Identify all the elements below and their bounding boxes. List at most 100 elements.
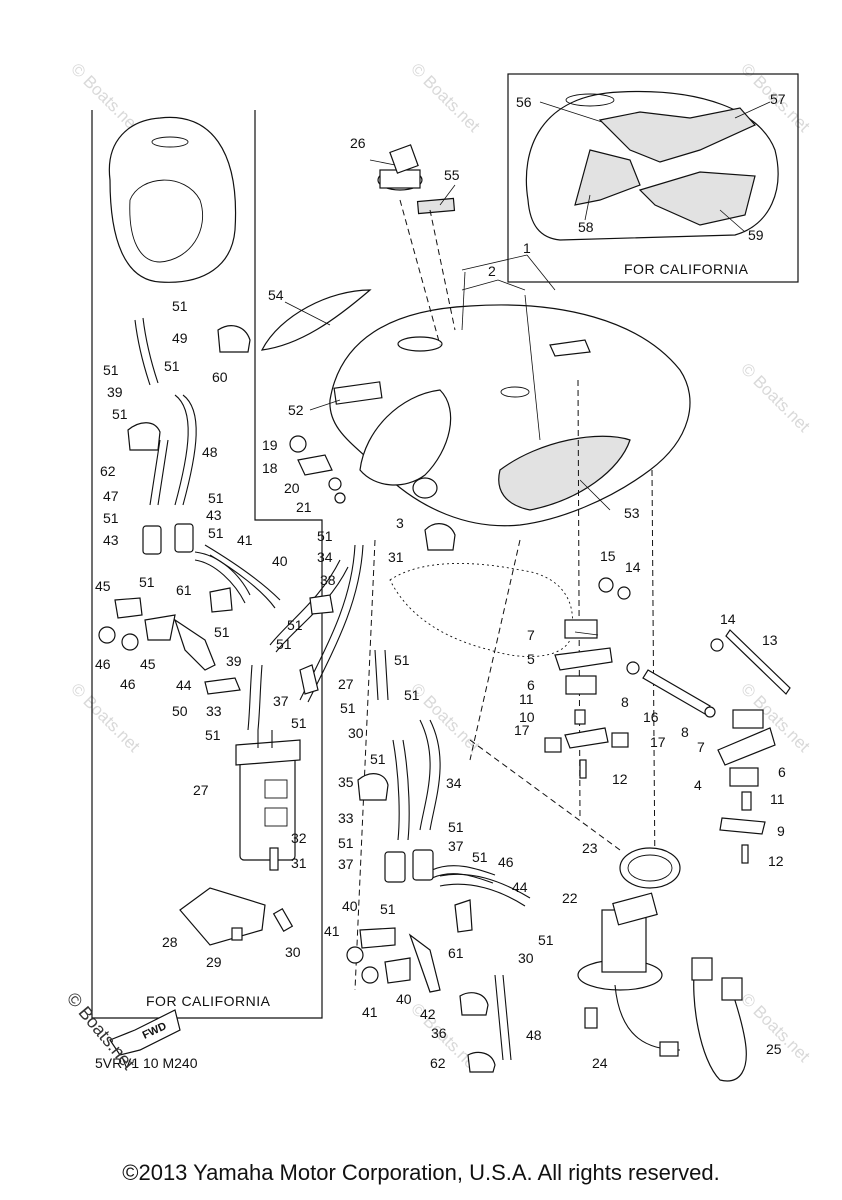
callout: 25 (766, 1041, 782, 1057)
damper-7 (564, 619, 598, 639)
emblem-53 (498, 435, 631, 511)
callout: 5 (527, 651, 535, 667)
callout: 51 (538, 932, 554, 948)
callout: 41 (324, 923, 340, 939)
callout: 33 (338, 810, 354, 826)
bracket-28 (179, 887, 266, 946)
callout: 46 (498, 854, 514, 870)
callout: 37 (338, 856, 354, 872)
california-label: FOR CALIFORNIA (146, 993, 271, 1009)
bolt-46 (121, 633, 139, 651)
callout: 19 (262, 437, 278, 453)
callout: 51 (164, 358, 180, 374)
callout: 3 (396, 515, 404, 531)
callout: 42 (420, 1006, 436, 1022)
callout: 22 (562, 890, 578, 906)
damper-52 (333, 381, 383, 405)
fwd-arrow: FWD (109, 1009, 181, 1056)
inset-frame (91, 110, 323, 1019)
callout: 39 (226, 653, 242, 669)
callout: 1 (523, 240, 531, 256)
callout: 41 (237, 532, 253, 548)
callout: 62 (100, 463, 116, 479)
bracket-45 (114, 597, 143, 619)
california-inset-right: 56 57 58 59 FOR CALIFORNIA (507, 73, 799, 283)
callout: 51 (103, 362, 119, 378)
callout: 27 (338, 676, 354, 692)
label-55 (416, 197, 456, 215)
clip-61 (209, 587, 233, 613)
bolt-12 (741, 844, 749, 864)
plate-9 (719, 817, 766, 835)
callout: 6 (527, 677, 535, 693)
callout: 61 (176, 582, 192, 598)
washer-8 (704, 706, 716, 718)
callout: 48 (202, 444, 218, 460)
callout: 14 (720, 611, 736, 627)
callout: 30 (348, 725, 364, 741)
clip-17 (544, 737, 562, 753)
plate-58 (574, 149, 641, 206)
callout: 17 (650, 734, 666, 750)
callout: 51 (380, 901, 396, 917)
filler-cap-outline (565, 93, 615, 107)
callout: 33 (206, 703, 222, 719)
clip-36 (459, 992, 489, 1016)
bolt-29 (231, 927, 243, 941)
diagram-code: 5VRV1 10 M240 (95, 1055, 198, 1071)
pipe-16 (642, 669, 711, 715)
callout: 51 (276, 636, 292, 652)
watermark: © Boats.net (737, 359, 814, 436)
callout: 47 (103, 488, 119, 504)
callout: 41 (362, 1004, 378, 1020)
callout: 23 (582, 840, 598, 856)
callout: 51 (370, 751, 386, 767)
callout: 51 (214, 624, 230, 640)
callout: 51 (208, 525, 224, 541)
callout: 31 (388, 549, 404, 565)
callout: 62 (430, 1055, 446, 1071)
callout: 46 (120, 676, 136, 692)
callout: 51 (208, 490, 224, 506)
callout: 24 (592, 1055, 608, 1071)
callout: 55 (444, 167, 460, 183)
callout: 49 (172, 330, 188, 346)
clip-62 (127, 422, 161, 451)
bracket-4 (717, 727, 776, 766)
callout: 46 (95, 656, 111, 672)
hose-joint-31 (269, 847, 279, 871)
callout: 6 (778, 764, 786, 780)
callout: 59 (748, 227, 764, 243)
joint-37 (299, 664, 319, 695)
bracket-40 (359, 927, 396, 949)
bolt-24 (584, 1007, 598, 1029)
callout: 52 (288, 402, 304, 418)
callout: 50 (172, 703, 188, 719)
callout: 43 (206, 507, 222, 523)
callout: 29 (206, 954, 222, 970)
callout: 51 (340, 700, 356, 716)
watermark: © Boats.net (67, 59, 144, 136)
callout: 2 (488, 263, 496, 279)
callout: 8 (681, 724, 689, 740)
callouts: 1 2 3 4 5 6 6 7 7 8 8 9 10 11 11 12 12 1… (95, 135, 786, 1071)
bracket-40 (384, 957, 411, 984)
callout: 60 (212, 369, 228, 385)
bracket-45 (144, 614, 176, 641)
bolt-21 (334, 492, 346, 504)
clamp-50 (204, 677, 241, 695)
callout: 43 (103, 532, 119, 548)
callout: 51 (338, 835, 354, 851)
gasket-23 (619, 847, 681, 889)
callout: 21 (296, 499, 312, 515)
callout: 36 (431, 1025, 447, 1041)
washer-8 (626, 661, 640, 675)
callout: 37 (448, 838, 464, 854)
grommet-3 (412, 477, 438, 499)
callout: 26 (350, 135, 366, 151)
callout: 48 (526, 1027, 542, 1043)
tank-side-cutout (359, 389, 452, 486)
callout: 30 (285, 944, 301, 960)
callout: 51 (287, 617, 303, 633)
bracket-18 (297, 454, 333, 476)
